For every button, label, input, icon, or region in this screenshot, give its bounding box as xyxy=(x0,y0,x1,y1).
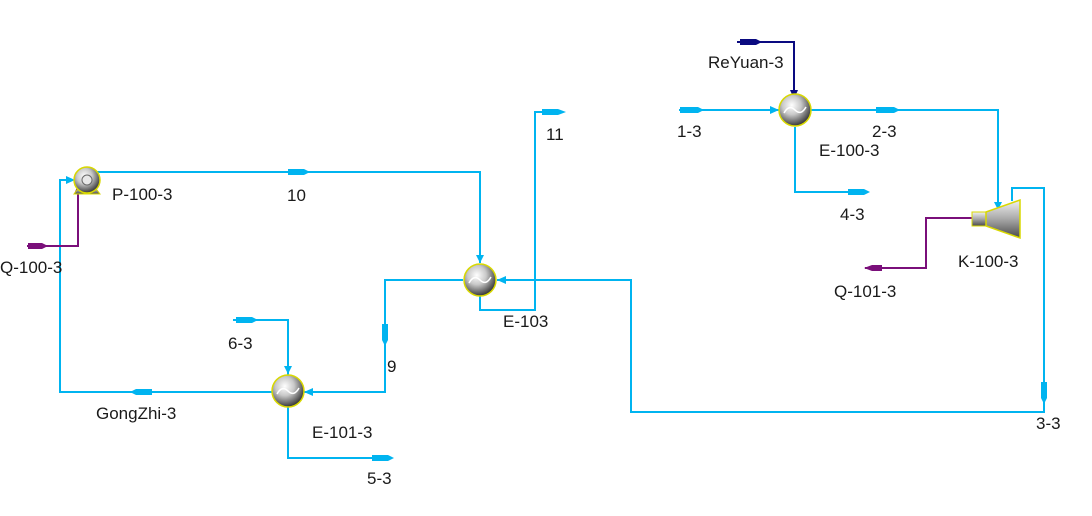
arrowhead-into-compressor xyxy=(994,202,1002,210)
arrow-stream-10 xyxy=(288,169,310,175)
label-stream-q-100-3: Q-100-3 xyxy=(0,258,62,277)
arrowhead-into-e101-top xyxy=(284,366,292,374)
stream-5-3-line[interactable] xyxy=(287,407,391,459)
label-p-100-3: P-100-3 xyxy=(112,185,172,204)
arrow-stream-9 xyxy=(382,324,388,346)
label-stream-4-3: 4-3 xyxy=(840,205,865,224)
labels: P-100-3 10 11 Q-100-3 E-103 6-3 9 GongZh… xyxy=(0,53,1061,488)
label-stream-5-3: 5-3 xyxy=(367,469,392,488)
arrow-stream-q-100-3 xyxy=(28,243,48,249)
heat-exchanger-e-103[interactable] xyxy=(463,263,497,297)
material-flow-arrows xyxy=(66,106,1047,461)
stream-2-3-line[interactable] xyxy=(811,109,999,211)
arrow-stream-11 xyxy=(542,109,566,115)
arrow-stream-q-101-3 xyxy=(864,265,882,271)
arrow-stream-1-3 xyxy=(680,107,704,113)
arrowhead-into-e101-right xyxy=(304,388,313,396)
arrow-stream-3-3 xyxy=(1041,382,1047,404)
arrowhead-into-pump xyxy=(66,176,75,184)
label-stream-10: 10 xyxy=(287,186,306,205)
stream-4-3-line[interactable] xyxy=(794,127,867,193)
coil-mark xyxy=(468,276,492,284)
label-stream-11: 11 xyxy=(546,125,564,144)
arrow-stream-gongzhi xyxy=(130,389,152,395)
compressor-shaft xyxy=(971,211,987,227)
arrow-stream-4-3 xyxy=(848,189,870,195)
label-e-101-3: E-101-3 xyxy=(312,423,372,442)
heat-exchanger-e-101-3[interactable] xyxy=(271,374,305,408)
arrow-stream-reyuan-3 xyxy=(740,39,762,45)
stream-10-line[interactable] xyxy=(91,171,481,263)
stream-3-3-line[interactable] xyxy=(497,187,1045,413)
label-stream-9: 9 xyxy=(387,357,396,376)
label-k-100-3: K-100-3 xyxy=(958,252,1018,271)
pump-p-100-3[interactable] xyxy=(73,166,101,195)
arrow-stream-5-3 xyxy=(372,455,394,461)
compressor-k-100-3[interactable] xyxy=(971,198,1021,240)
arrow-stream-2-3 xyxy=(876,107,900,113)
arrowhead-into-e103-top xyxy=(476,255,484,263)
stream-q-100-3-line[interactable] xyxy=(27,185,79,247)
label-e-103: E-103 xyxy=(503,312,548,331)
label-e-100-3: E-100-3 xyxy=(819,141,879,160)
coil-mark xyxy=(276,387,300,395)
heat-exchanger-e-100-3[interactable] xyxy=(778,93,812,127)
label-stream-1-3: 1-3 xyxy=(677,122,702,141)
compressor-icon xyxy=(985,198,1021,240)
coil-mark xyxy=(783,106,807,114)
pump-impeller xyxy=(81,174,93,186)
arrowhead-into-e100 xyxy=(770,106,779,114)
stream-gongzhi-line[interactable] xyxy=(59,179,273,393)
arrowhead-into-e103-right xyxy=(497,276,506,284)
stream-q-101-3-line[interactable] xyxy=(865,217,973,269)
arrow-stream-6-3 xyxy=(236,317,258,323)
label-stream-q-101-3: Q-101-3 xyxy=(834,282,896,301)
label-stream-2-3: 2-3 xyxy=(872,122,897,141)
label-stream-reyuan-3: ReYuan-3 xyxy=(708,53,784,72)
label-stream-gongzhi-3: GongZhi-3 xyxy=(96,404,176,423)
label-stream-6-3: 6-3 xyxy=(228,334,253,353)
label-stream-3-3: 3-3 xyxy=(1036,414,1061,433)
material-streams xyxy=(59,109,1045,459)
